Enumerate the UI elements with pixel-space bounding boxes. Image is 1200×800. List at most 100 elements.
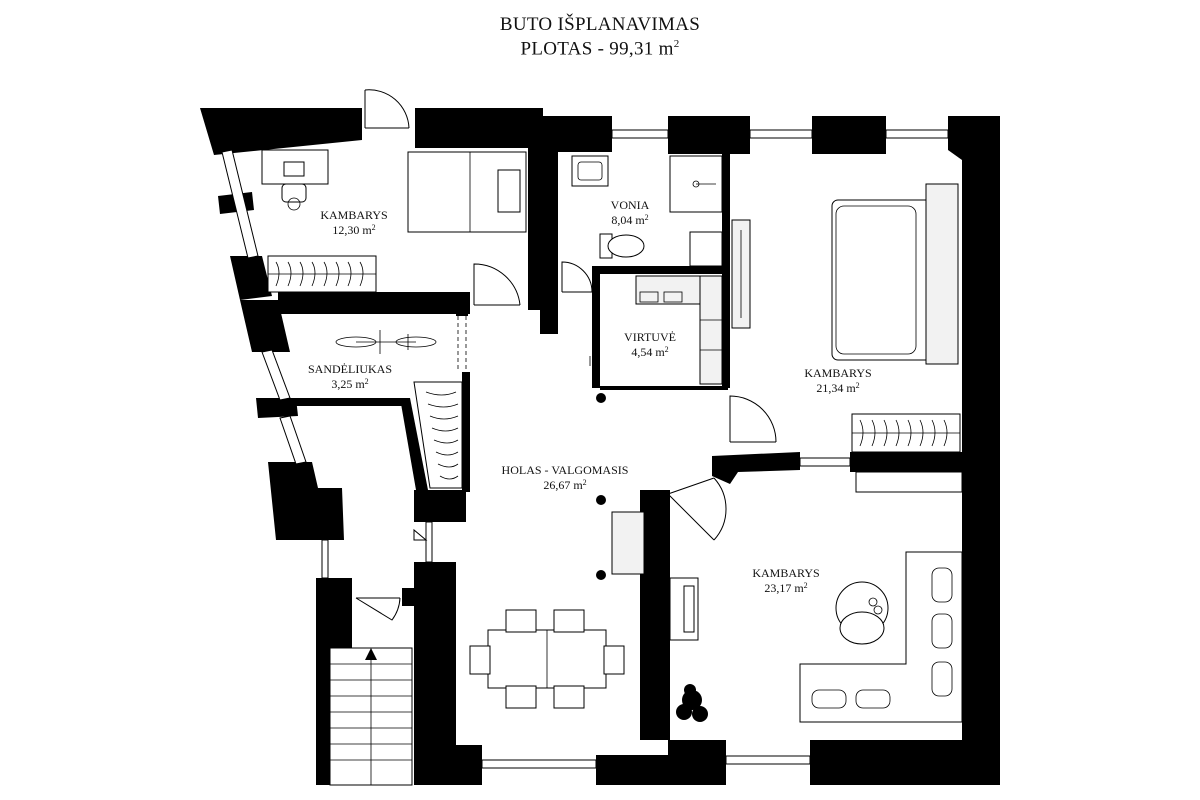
pouf (839, 611, 885, 645)
wall-left-4 (256, 398, 298, 418)
column-dot-1 (596, 393, 606, 403)
chair-top-2 (553, 609, 585, 633)
door-stair (355, 597, 401, 621)
doors (355, 89, 777, 621)
chair-bottom-2 (553, 685, 585, 709)
door-kamb1 (473, 263, 521, 306)
closet-shelves (413, 381, 463, 489)
room-hall-area: 26,67 m2 (543, 478, 586, 492)
wall-vonia-left (528, 148, 542, 310)
monitor (283, 161, 305, 177)
room-hall-name: HOLAS - VALGOMASIS (502, 463, 629, 477)
window-top-room2b (885, 129, 949, 139)
door-entry-small (413, 528, 428, 541)
door-entrance-top (364, 89, 410, 129)
door-kamb3 (667, 477, 727, 541)
wall-top-mid (415, 108, 543, 148)
washing-machine (689, 231, 723, 267)
chair-base (287, 197, 301, 211)
wall-left-1 (230, 256, 272, 300)
room1-name: KAMBARYS (320, 208, 387, 222)
room-labels: KAMBARYS 12,30 m2 VONIA 8,04 m2 VIRTUVĖ … (308, 198, 872, 595)
window-left-3 (279, 415, 307, 465)
wall-bottom-mid (668, 740, 726, 785)
room1-furniture (261, 149, 527, 293)
wall-virtuve-left (592, 270, 600, 388)
chair-top-1 (505, 609, 537, 633)
wardrobe-2-hangers (859, 419, 948, 447)
wall-top-vonia (540, 116, 612, 152)
room-vonia-name: VONIA (611, 198, 650, 212)
wall-kamb1-bottom (278, 292, 470, 314)
column-dot-3 (596, 570, 606, 580)
column-dot-2 (596, 495, 606, 505)
headboard (925, 183, 959, 365)
rug-runner (611, 511, 645, 575)
toilet-icon (599, 233, 645, 259)
plan-area: PLOTAS - 99,31 m2 (0, 38, 1200, 60)
sofa-corner (799, 551, 963, 723)
room-virtuve-area: 4,54 m2 (631, 345, 668, 359)
wall-top-room2a (668, 116, 750, 154)
staircase (329, 647, 413, 786)
window-top-room2a (749, 129, 813, 139)
window-stair-side (321, 539, 329, 579)
chair-left (469, 645, 491, 675)
room-vonia-area: 8,04 m2 (611, 213, 648, 227)
wall-closet-diag (400, 398, 428, 490)
counter-right (699, 275, 723, 385)
shelf-unit (855, 471, 963, 493)
door-kamb2 (729, 395, 777, 443)
room2-furniture (831, 183, 961, 453)
door-vonia (561, 261, 593, 293)
stair-steps (330, 660, 412, 785)
wall-store-bottom (296, 398, 408, 406)
wall-bottom-right (810, 740, 962, 785)
closet-hangers (425, 391, 459, 480)
room-store-name: SANDĖLIUKAS (308, 362, 392, 376)
wall-left-3 (240, 300, 290, 352)
wall-entry-block (414, 490, 466, 522)
window-stair-side2 (425, 521, 433, 563)
wall-mid-right (850, 452, 962, 472)
room3-area: 23,17 m2 (764, 581, 807, 595)
room3-furniture (669, 471, 963, 723)
wall-virtuve-right (722, 270, 730, 388)
room-store-area: 3,25 m2 (331, 377, 368, 391)
chair-right (603, 645, 625, 675)
wall-bottom-stub (596, 755, 668, 785)
plan-area-text: PLOTAS - 99,31 m (520, 38, 674, 60)
window-left-1 (221, 149, 259, 259)
window-top-vonia (611, 129, 669, 139)
room-virtuve-name: VIRTUVĖ (624, 330, 676, 344)
wall-store-right (456, 302, 468, 316)
wall-mid-corner (712, 452, 800, 484)
wall-top-room2b (812, 116, 886, 154)
wall-virtuve-bottom (600, 386, 728, 390)
wall-left-5 (268, 462, 344, 540)
window-left-2 (261, 349, 291, 401)
wall-virtuve-top (592, 266, 728, 274)
window-bottom-2 (481, 759, 597, 769)
room3-name: KAMBARYS (752, 566, 819, 580)
stair-up-arrow-icon (365, 648, 377, 660)
office-chair (281, 183, 307, 203)
wall-closet-right (462, 372, 470, 492)
windows (221, 129, 949, 769)
wardrobe-1-hangers (268, 261, 376, 287)
bathroom-fixtures (571, 155, 751, 329)
plan-title: BUTO IŠPLANAVIMAS (0, 14, 1200, 36)
wall-right (948, 116, 1000, 785)
wall-vonia-right (722, 154, 730, 274)
pillow (497, 169, 521, 213)
plan-title-text: BUTO IŠPLANAVIMAS (499, 14, 701, 35)
room1-area: 12,30 m2 (332, 223, 375, 237)
bicycle-icon (335, 330, 437, 354)
hall-furniture (469, 393, 708, 722)
wall-stair-top-l (316, 578, 352, 606)
room2-name: KAMBARYS (804, 366, 871, 380)
kitchen-fixtures (589, 275, 723, 385)
plant-icon (676, 684, 708, 722)
chair-bottom-1 (505, 685, 537, 709)
